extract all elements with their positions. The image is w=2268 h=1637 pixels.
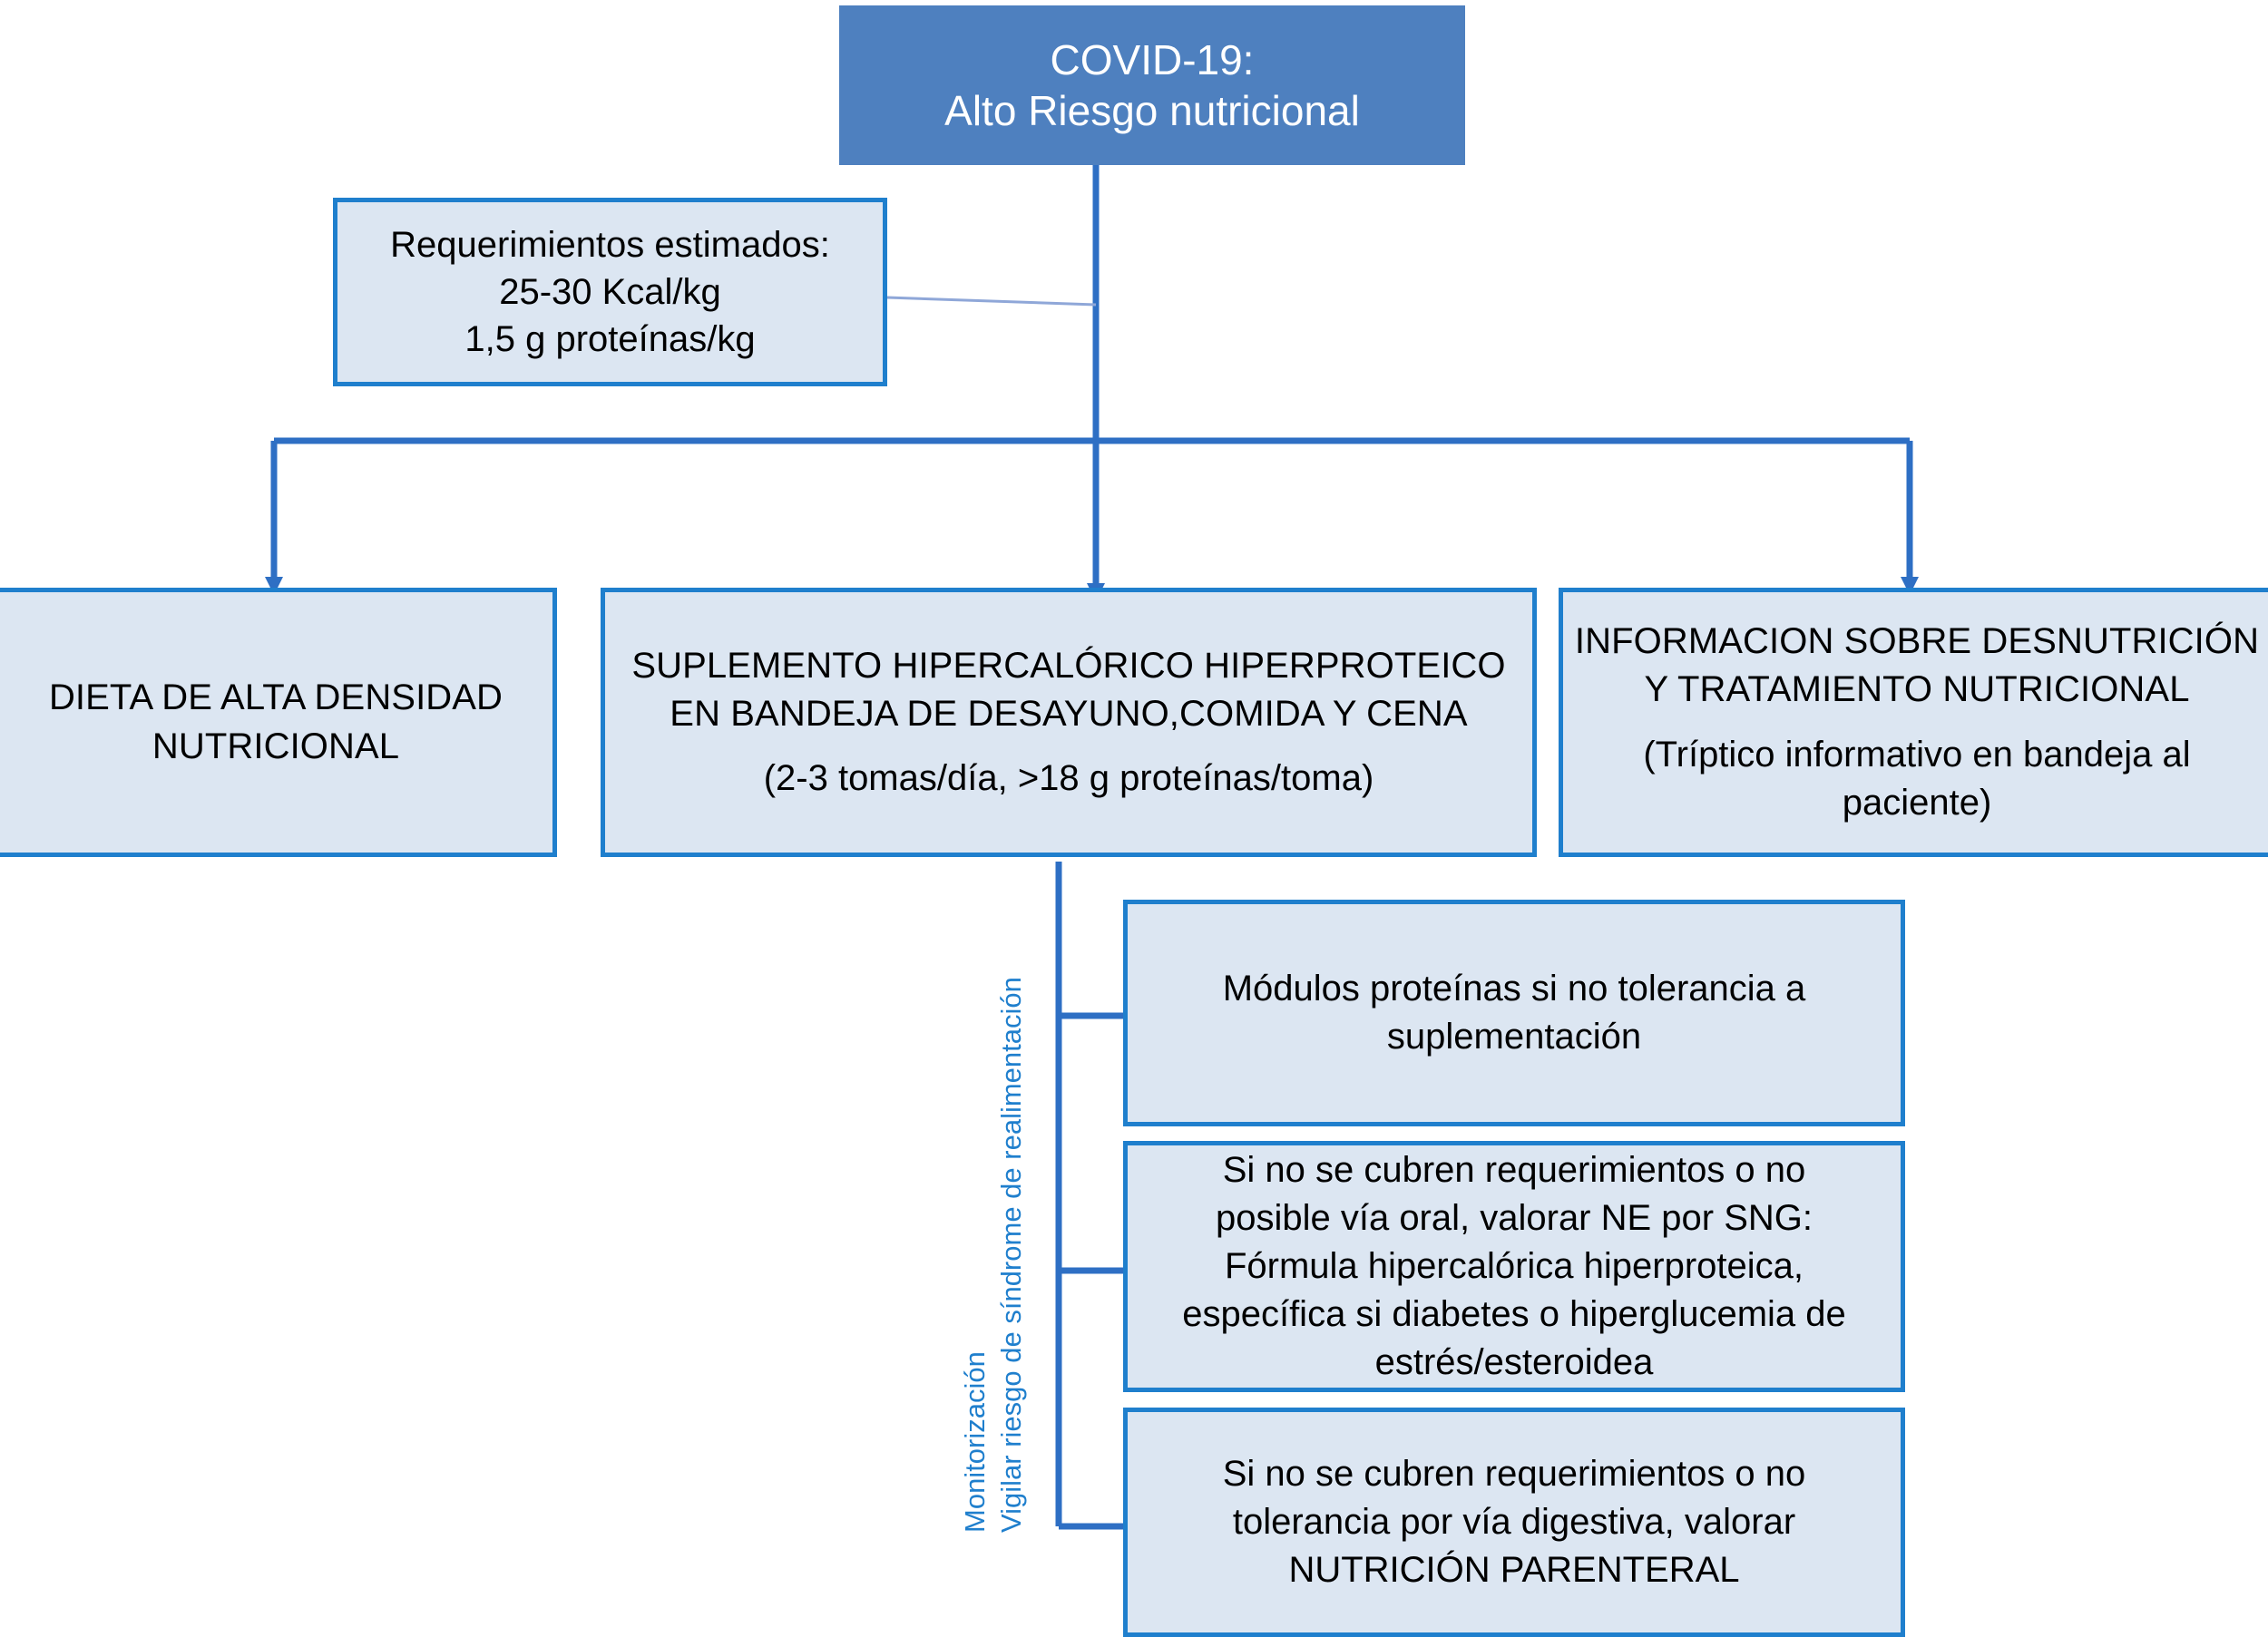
requirements-line-1: Requerimientos estimados: <box>390 225 830 265</box>
wire-requirements-link <box>886 296 1097 307</box>
protein-modules-line-2: suplementación <box>1386 1017 1642 1057</box>
enteral-line-5: estrés/esteroidea <box>1374 1342 1654 1383</box>
node-hypercaloric-supplement[interactable]: SUPLEMENTO HIPERCALÓRICO HIPERPROTEICO E… <box>601 588 1537 857</box>
information-leaflet-line-2: paciente) <box>1842 782 1992 823</box>
node-root-line-2: Alto Riesgo nutricional <box>944 87 1360 134</box>
high-density-diet-line-1: DIETA DE ALTA DENSIDAD <box>48 677 503 718</box>
protein-modules-line-1: Módulos proteínas si no tolerancia a <box>1222 968 1806 1009</box>
side-label-line-1: Monitorización <box>959 1351 991 1533</box>
supplement-line-2: EN BANDEJA DE DESAYUNO,COMIDA Y CENA <box>670 693 1468 734</box>
node-parenteral-nutrition[interactable]: Si no se cubren requerimientos o no tole… <box>1123 1408 1905 1637</box>
information-line-1: INFORMACION SOBRE DESNUTRICIÓN <box>1574 621 2260 662</box>
node-root-line-1: COVID-19: <box>1050 35 1255 83</box>
enteral-line-3: Fórmula hipercalórica hiperproteica, <box>1224 1245 1804 1286</box>
supplement-dosage-line: (2-3 tomas/día, >18 g proteínas/toma) <box>763 758 1374 799</box>
requirements-line-2: 25-30 Kcal/kg <box>499 272 721 312</box>
high-density-diet-line-2: NUTRICIONAL <box>152 726 400 766</box>
node-estimated-requirements[interactable]: Requerimientos estimados: 25-30 Kcal/kg … <box>333 198 887 386</box>
enteral-line-2: posible vía oral, valorar NE por SNG: <box>1215 1197 1813 1238</box>
side-label-monitoring: Monitorización Vigilar riesgo de síndrom… <box>957 977 1031 1533</box>
node-root-covid-risk[interactable]: COVID-19: Alto Riesgo nutricional <box>839 5 1465 165</box>
node-high-density-diet[interactable]: DIETA DE ALTA DENSIDAD NUTRICIONAL <box>0 588 557 857</box>
node-malnutrition-information[interactable]: INFORMACION SOBRE DESNUTRICIÓN Y TRATAMI… <box>1559 588 2268 857</box>
node-enteral-nutrition-sng[interactable]: Si no se cubren requerimientos o no posi… <box>1123 1141 1905 1392</box>
information-line-2: Y TRATAMIENTO NUTRICIONAL <box>1644 669 2190 710</box>
node-protein-modules[interactable]: Módulos proteínas si no tolerancia a sup… <box>1123 900 1905 1126</box>
enteral-line-1: Si no se cubren requerimientos o no <box>1222 1149 1806 1190</box>
enteral-line-4: específica si diabetes o hiperglucemia d… <box>1182 1294 1846 1335</box>
information-leaflet-line-1: (Tríptico informativo en bandeja al <box>1643 734 2191 775</box>
parenteral-line-3: NUTRICIÓN PARENTERAL <box>1288 1550 1740 1591</box>
parenteral-line-1: Si no se cubren requerimientos o no <box>1222 1453 1806 1494</box>
side-label-line-2: Vigilar riesgo de síndrome de realimenta… <box>995 977 1028 1533</box>
supplement-line-1: SUPLEMENTO HIPERCALÓRICO HIPERPROTEICO <box>631 645 1506 686</box>
requirements-line-3: 1,5 g proteínas/kg <box>464 319 756 359</box>
parenteral-line-2: tolerancia por vía digestiva, valorar <box>1232 1501 1796 1542</box>
